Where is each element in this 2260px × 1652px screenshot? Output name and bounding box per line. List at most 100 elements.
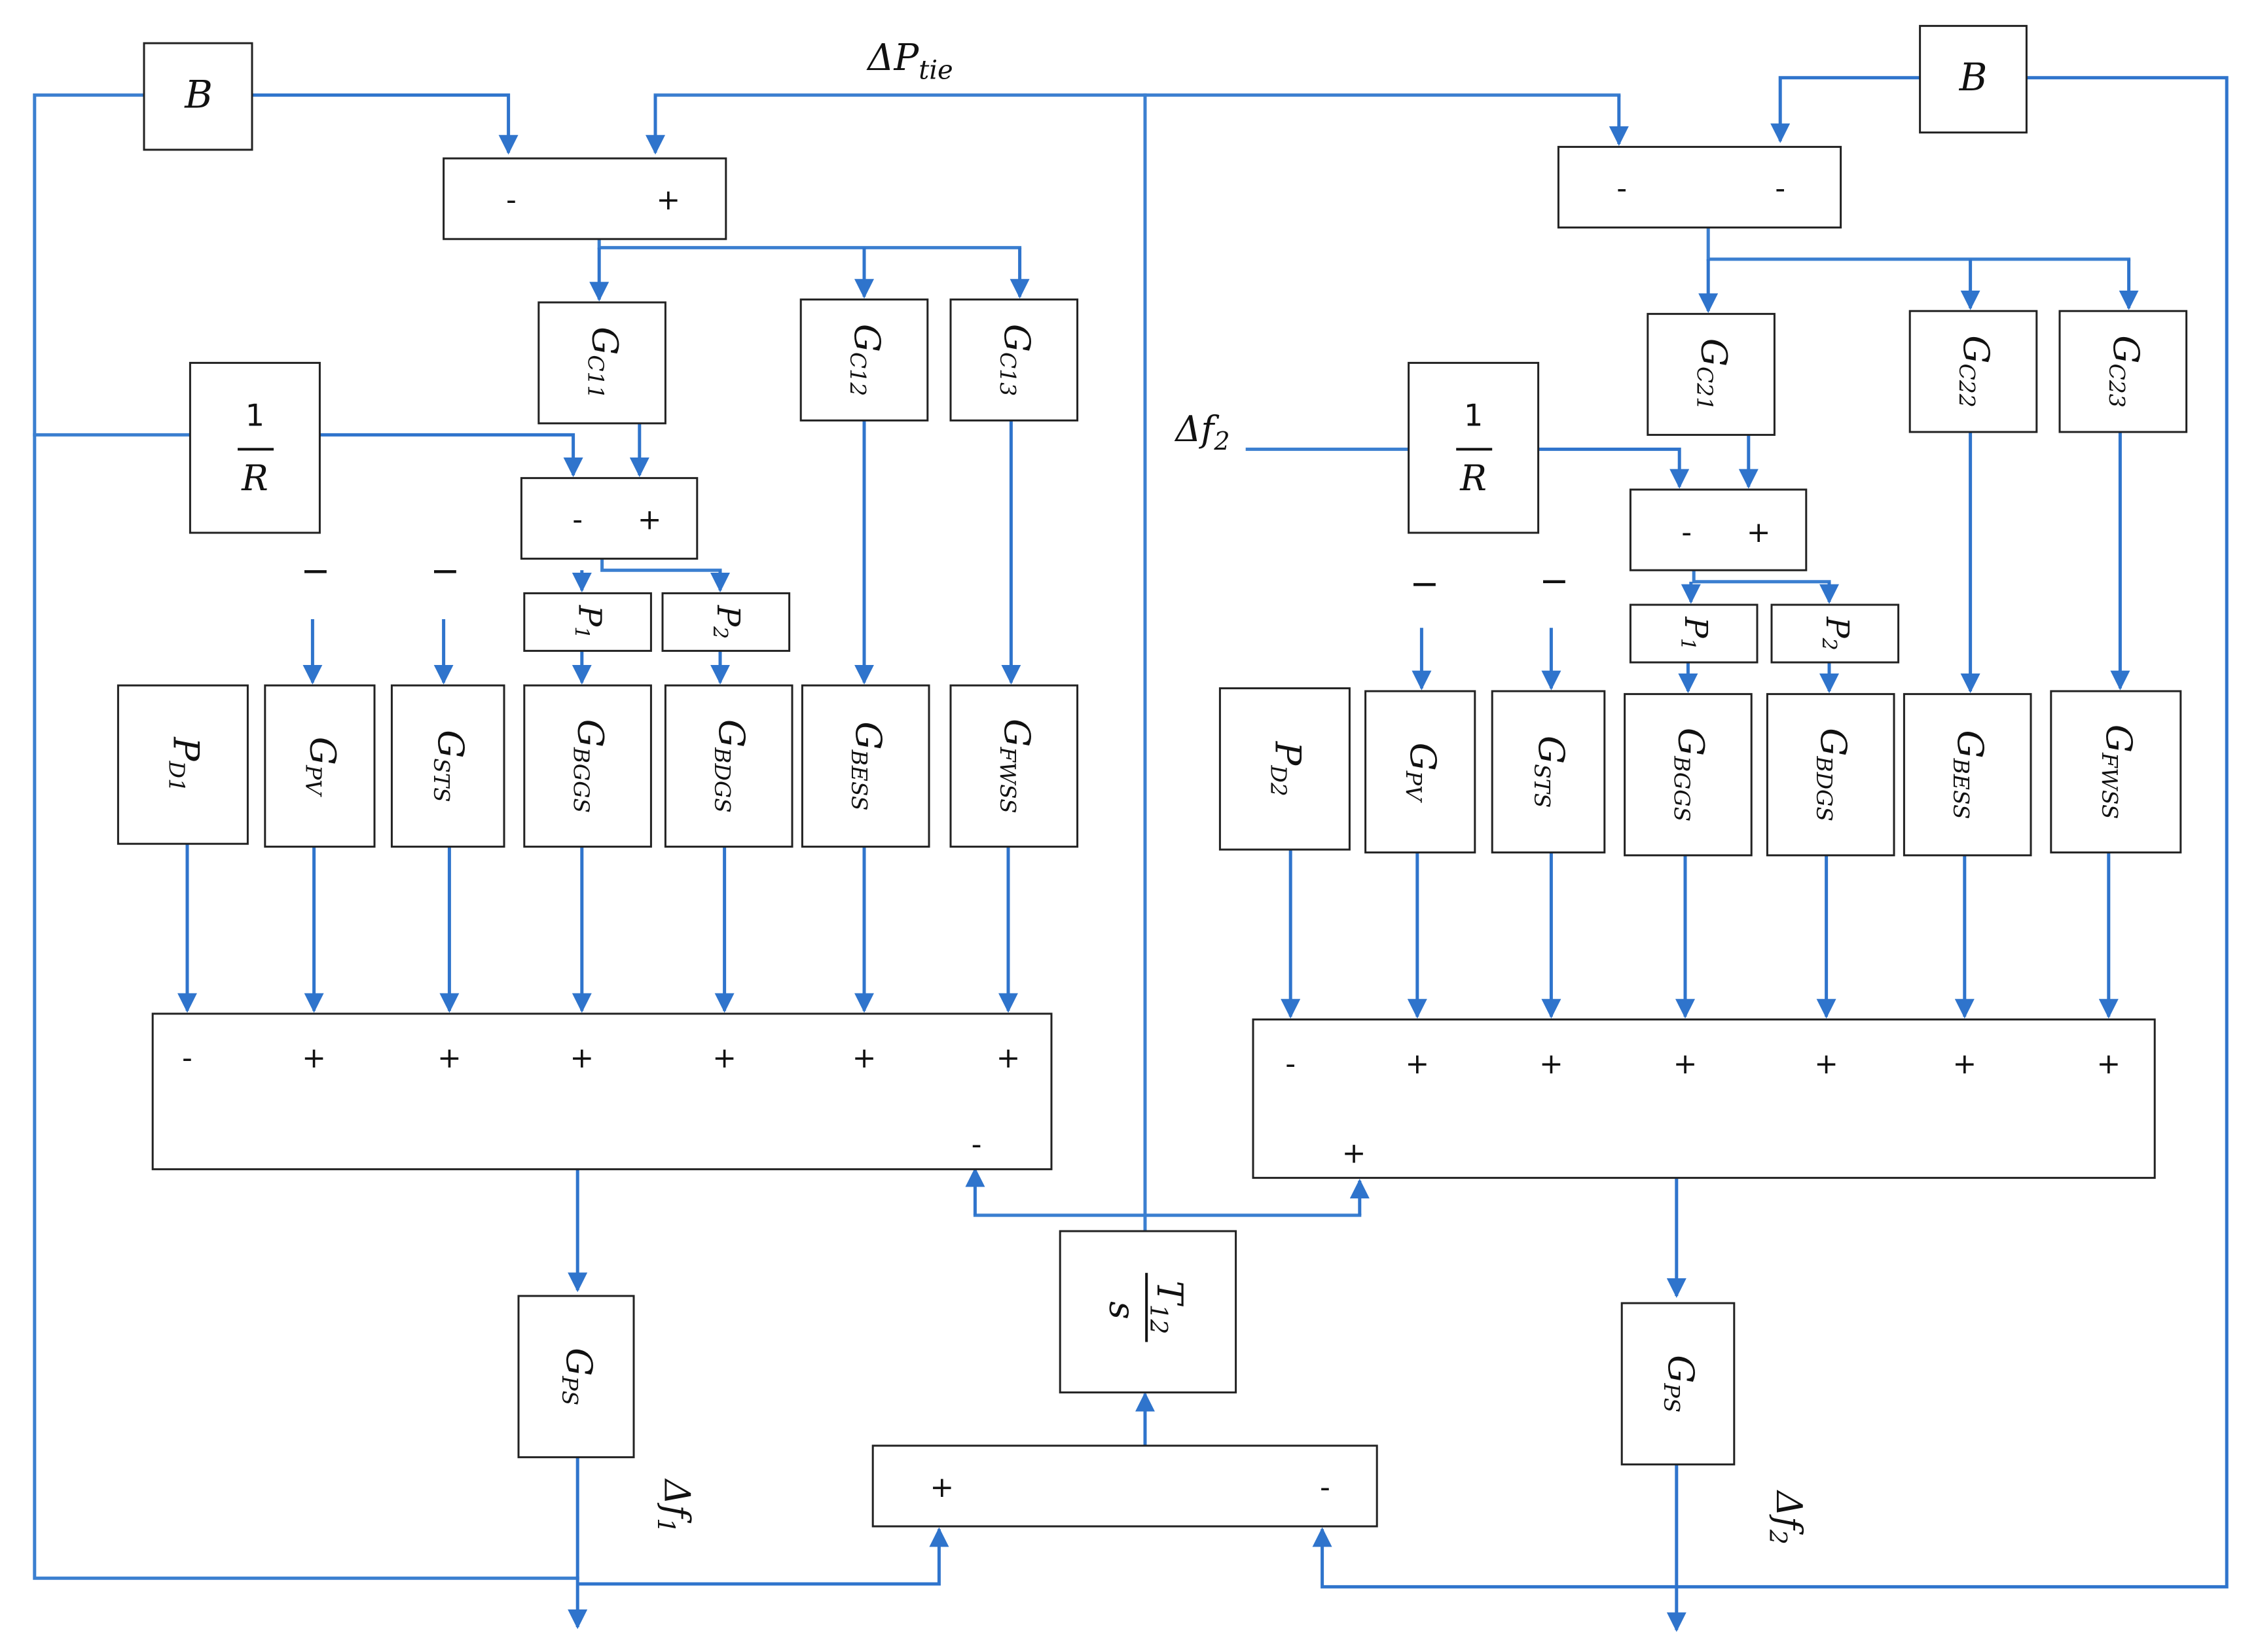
area2-ace-summer	[1557, 145, 1842, 229]
area2-controller-2	[1908, 310, 2038, 433]
area1-droop-den: R	[241, 458, 268, 499]
area1-controller-label-1-sub: C11	[583, 355, 609, 399]
area1-irradiance-label-sts: I	[427, 567, 462, 577]
area2-participation-1	[1629, 603, 1759, 664]
area1-controller-label-2-sub: C12	[845, 352, 871, 396]
area2-ace-sign-1: -	[1616, 171, 1627, 205]
area2-power-sign-2: +	[1405, 1047, 1429, 1081]
area1-droop-num: 1	[246, 398, 264, 433]
area1-unit-1	[117, 684, 249, 845]
area2-unit-label-3: GSTS	[1529, 736, 1572, 808]
area2-irradiance-label-pv: I	[1406, 580, 1442, 589]
area2-power-sign-6: +	[1952, 1047, 1977, 1081]
area1-controller-3	[949, 298, 1079, 422]
area2-participation-label-2-sub: 2	[1817, 637, 1840, 651]
area1-power-sign-5: +	[712, 1041, 737, 1075]
area1-unit-label-6: GBESS	[847, 721, 889, 810]
area2-bias-to-ace	[1770, 76, 1920, 143]
area1-unit-6	[801, 684, 930, 848]
area1-power-sign-7: +	[996, 1041, 1021, 1075]
area2-controller-label-2-sub: C22	[1954, 364, 1980, 408]
area2-unit-label-6: GBESS	[1948, 730, 1991, 819]
area2-unit-7	[2050, 690, 2182, 853]
area2-unit-label-4-sub: BGGS	[1669, 755, 1694, 821]
area1-participation-label-1-sub: 1	[570, 626, 593, 639]
area2-controller-label-2: GC22	[1954, 335, 1997, 407]
area2-droop-sign-minus: -	[1681, 516, 1692, 549]
area1-unit-label-1-sub: D1	[164, 761, 189, 792]
area2-participation-2	[1770, 603, 1900, 664]
tie-line-block	[1059, 1230, 1237, 1393]
area2-tie-input-sign: +	[1342, 1136, 1366, 1170]
area2-delta-f-input-sub: 2	[1213, 427, 1230, 456]
area1-unit-7	[949, 684, 1079, 848]
area2-power-sign-5: +	[1814, 1047, 1838, 1081]
area1-ace-summer	[443, 157, 727, 240]
area1-unit-label-2-sub: PV	[301, 764, 326, 797]
area1-plant-label: GPS	[557, 1348, 600, 1405]
area2-power-sign-3: +	[1539, 1047, 1563, 1081]
area2-unit-label-7-main: G	[2098, 725, 2140, 753]
area1-droop-sign-plus: +	[638, 503, 662, 536]
area1-controller-label-1-main: G	[585, 327, 626, 355]
area1-plant-label-main: G	[558, 1348, 600, 1376]
area2-controller-label-1-main: G	[1694, 338, 1735, 367]
area2-unit-label-5-main: G	[1813, 728, 1854, 756]
area1-unit-label-5-sub: BDGS	[710, 747, 735, 813]
area1-unit-label-5-main: G	[711, 719, 752, 747]
area1-unit-5	[664, 684, 793, 848]
area1-unit-label-1-main: P	[165, 736, 206, 762]
area1-unit-label-2: GPV	[301, 737, 343, 797]
area2-participation-label-1-sub: 1	[1676, 638, 1699, 651]
area1-unit-label-1: PD1	[164, 736, 206, 792]
area2-plant-label-sub: PS	[1659, 1382, 1685, 1412]
delta-p-tie-sub: tie	[919, 55, 953, 85]
area1-participation-2	[661, 592, 791, 652]
area1-power-sign-6: +	[852, 1041, 877, 1075]
area1-delta-f-output-sub: 1	[652, 1518, 679, 1533]
area2-plant-block	[1620, 1302, 1736, 1465]
area1-participation-label-2: P2	[708, 605, 747, 639]
area1-bias-label: B	[184, 73, 213, 117]
signal-wires	[33, 76, 2229, 1632]
area2-plant-label: GPS	[1659, 1355, 1702, 1412]
tie-line-den: s	[1101, 1301, 1142, 1320]
tie-line-summer	[871, 1445, 1378, 1528]
area1-bias-block	[143, 42, 253, 151]
area2-delta-f-output-sub: 2	[1764, 1529, 1791, 1545]
area1-plant-label-sub: PS	[557, 1375, 583, 1405]
area1-controller-label-3: GC13	[995, 324, 1038, 396]
area2-unit-label-4-main: G	[1670, 728, 1711, 756]
area1-power-sign-3: +	[437, 1041, 462, 1075]
area2-plant-label-main: G	[1660, 1355, 1702, 1383]
area1-power-sign-2: +	[302, 1041, 326, 1075]
area1-freq-feedback	[33, 93, 579, 1580]
area1-unit-label-7-main: G	[996, 719, 1038, 747]
area2-ace-sign-2: -	[1775, 171, 1785, 205]
area2-droop-num: 1	[1464, 398, 1483, 433]
area2-unit-label-1-main: P	[1267, 741, 1308, 766]
area2-droop-sign-plus: +	[1747, 516, 1771, 549]
area2-unit-label-1: PD2	[1266, 741, 1308, 797]
area1-participation-label-1-main: P	[572, 605, 608, 627]
blocks	[117, 25, 2188, 1528]
area1-irradiance-label-pv: I	[297, 567, 333, 577]
area2-unit-label-6-main: G	[1950, 730, 1991, 759]
area2-unit-label-5-sub: BDGS	[1812, 755, 1837, 821]
delta-p-tie-label: ΔPtie	[866, 37, 953, 85]
area1-unit-label-6-main: G	[848, 721, 889, 749]
area1-participation-label-2-sub: 2	[708, 626, 731, 639]
area1-unit-3	[390, 684, 505, 848]
tie-line-num-sub: 12	[1144, 1304, 1171, 1335]
area2-unit-label-6-sub: BESS	[1948, 758, 1974, 819]
area2-participation-label-2: P2	[1817, 616, 1856, 650]
area1-droop-sign-minus: -	[572, 503, 583, 536]
area1-power-sign-4: +	[570, 1041, 594, 1075]
area2-delta-f-input-label: Δf2	[1174, 408, 1230, 456]
tie-sum-sign-plus: +	[930, 1471, 954, 1504]
area2-power-summer	[1252, 1018, 2156, 1179]
area2-unit-label-3-main: G	[1531, 736, 1572, 764]
area1-power-sign-1: -	[182, 1041, 192, 1075]
